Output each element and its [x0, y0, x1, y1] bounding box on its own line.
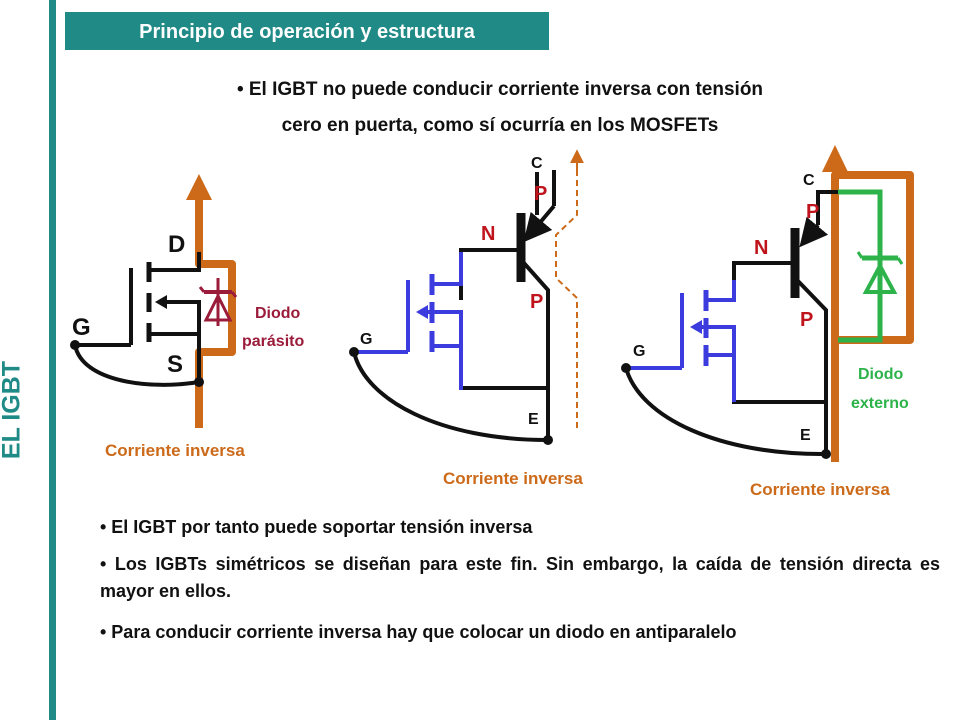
parasitic-diode-label-1: Diodo [255, 305, 301, 322]
igbt1-source-wire [459, 352, 548, 390]
mosfet-drain-label: D [168, 231, 185, 258]
mosfet-gate-source-loop [73, 344, 200, 387]
external-diode-label-1: Diodo [858, 366, 904, 383]
igbt1-collector-label: C [531, 155, 543, 172]
left-accent-bar [49, 0, 56, 720]
igbt1-p-top-label: P [534, 183, 547, 205]
igbt1-collector-arrow [523, 204, 556, 243]
mosfet-source-label: S [167, 351, 183, 378]
igbt2-current-arrowhead [822, 145, 848, 172]
igbt2-emitter-wire [795, 278, 828, 455]
igbt1-mosfet-body [422, 310, 463, 346]
igbt1-base-wire [459, 248, 521, 300]
igbt-circuit-external-diode: C P N P G E Diodo externo Corriente inve… [621, 145, 914, 499]
igbt2-reverse-current-path [831, 171, 914, 462]
igbt2-p-bottom-label: P [800, 309, 813, 331]
igbt1-mosfet-body-arrow [416, 305, 428, 319]
bullet-3: • Para conducir corriente inversa hay qu… [100, 622, 737, 642]
mosfet-current-label: Corriente inversa [105, 441, 245, 460]
igbt2-p-top-label: P [806, 201, 819, 223]
external-diode-icon [856, 251, 904, 294]
slide-title: Principio de operación y estructura [65, 12, 549, 50]
intro-line-2: cero en puerta, como sí ocurría en los M… [281, 115, 719, 136]
igbt1-mosfet-drain [432, 252, 463, 286]
bullet-2: • Los IGBTs simétricos se diseñan para e… [100, 554, 940, 601]
igbt2-current-label: Corriente inversa [750, 480, 890, 499]
intro-text: • El IGBT no puede conducir corriente in… [150, 72, 850, 144]
mosfet-gate-label: G [72, 314, 91, 341]
igbt1-emitter-wire [521, 260, 550, 442]
igbt1-emitter-label: E [528, 411, 539, 428]
parasitic-diode-label-2: parásito [242, 333, 304, 350]
igbt2-mosfet-body-arrow [690, 320, 702, 334]
igbt2-collector-label: C [803, 172, 815, 189]
igbt2-source-wire [732, 358, 826, 404]
igbt2-collector-arrow [799, 216, 829, 248]
igbt2-gate-emitter-loop [624, 367, 827, 457]
igbt2-diode-branch [838, 189, 883, 343]
bullet-1: • El IGBT por tanto puede soportar tensi… [100, 517, 533, 537]
igbt2-emitter-label: E [800, 427, 811, 444]
external-diode-label-2: externo [851, 395, 909, 412]
igbt2-base-wire [732, 261, 795, 280]
igbt1-gate-emitter-loop [352, 351, 549, 442]
mosfet-body-arrow [155, 295, 167, 309]
igbt1-n-label: N [481, 223, 495, 245]
intro-line-1: • El IGBT no puede conducir corriente in… [236, 79, 764, 100]
mosfet-circuit: D G S Diodo parásito Corriente inversa [70, 174, 304, 460]
mosfet-current-arrowhead [186, 174, 212, 200]
igbt1-current-label: Corriente inversa [443, 469, 583, 488]
igbt1-p-bottom-label: P [530, 291, 543, 313]
igbt2-n-label: N [754, 237, 768, 259]
mosfet-drain-wire [149, 252, 201, 272]
mosfet-source-terminal [194, 377, 204, 387]
bullet-list: • El IGBT por tanto puede soportar tensi… [100, 514, 940, 656]
igbt1-dashed-current-path [555, 165, 578, 428]
parasitic-diode-icon [198, 278, 238, 326]
igbt-circuit-no-diode: C P N P G E Corriente inversa [349, 149, 584, 488]
mosfet-body-wire [160, 300, 201, 334]
igbt2-gate-label: G [633, 343, 645, 360]
igbt1-mosfet-source [432, 344, 463, 390]
igbt1-gate-label: G [360, 331, 372, 348]
